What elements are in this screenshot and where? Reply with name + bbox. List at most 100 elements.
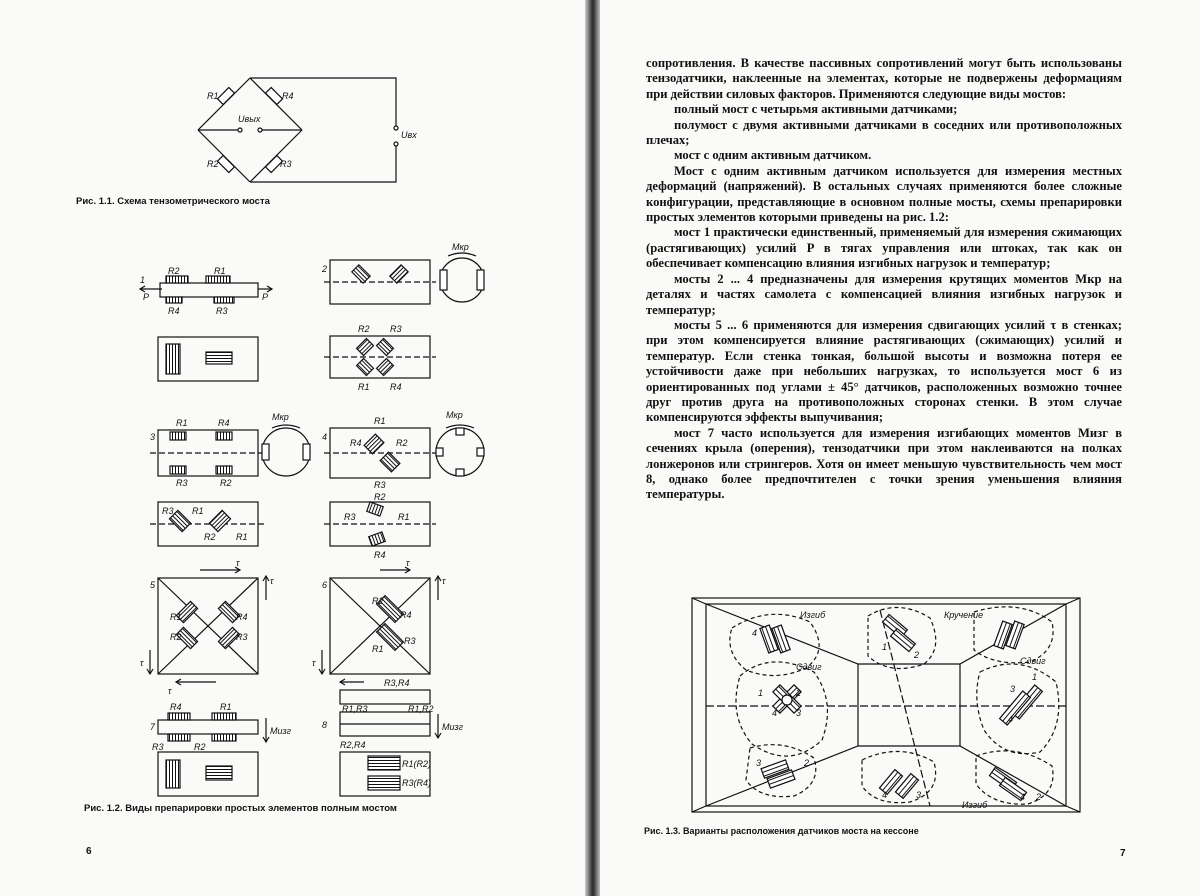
fig2-e5-r1: R1 (170, 612, 182, 622)
fig2-e3-mkr: Mкр (272, 412, 289, 422)
fig2-e6-r3r4: R3,R4 (384, 678, 410, 688)
fig2-e7-r4: R4 (170, 702, 182, 712)
fig2-e7-r2: R2 (194, 742, 206, 752)
fig3-d4-d: 4 (1008, 714, 1013, 724)
fig2-e5-tau-top: τ (236, 558, 240, 568)
fig2-caption: Рис. 1.2. Виды препарировки простых элем… (84, 803, 397, 814)
fig3-d4-e: 4 (1020, 792, 1025, 802)
fig2-e2-mkr: Mкр (452, 242, 469, 252)
fig1-label-r2: R2 (207, 159, 219, 169)
right-page: сопротивления. В качестве пассивных сопр… (600, 0, 1200, 896)
fig3-d2-a: 2 (795, 688, 801, 698)
fig2-e6-tau-top: τ (406, 558, 410, 568)
fig1-label-r4: R4 (282, 91, 294, 101)
paragraph-8: мосты 5 ... 6 применяются для измерения … (646, 317, 1122, 425)
fig2-e4-r2: R2 (396, 438, 408, 448)
fig3-d2-b: 2 (803, 758, 809, 768)
fig3-d3-d: 3 (1010, 684, 1015, 694)
fig1-label-r1: R1 (207, 91, 219, 101)
fig2-e1-r1: R1 (214, 266, 226, 276)
fig2-e3-r1: R1 (176, 418, 188, 428)
fig2-e4b-r2: R2 (374, 492, 386, 502)
fig2-e3-r3: R3 (176, 478, 188, 488)
fig2-e8-r1r3: R1,R3 (342, 704, 368, 714)
fig2-e3b-r3: R3 (162, 506, 174, 516)
fig2-e8-r1r2: R1,R2 (408, 704, 434, 714)
fig2-e6-tau-right: τ (442, 576, 446, 586)
fig2-number-6: 6 (322, 580, 327, 590)
fig2-e5-tau-bottom: τ (168, 686, 172, 696)
fig1-label-uvh: Uвх (401, 130, 417, 140)
fig2-e5-r2: R2 (170, 632, 182, 642)
fig3-d1-a: 1 (758, 688, 763, 698)
fig2-e3b-r1: R1 (192, 506, 204, 516)
paragraph-5: Мост с одним активным датчиком используе… (646, 163, 1122, 225)
fig3-d2-c: 2 (913, 650, 919, 660)
fig2-e6-r2: R2 (372, 596, 384, 606)
page-number-left: 6 (86, 846, 92, 857)
fig2-e7-r3: R3 (152, 742, 164, 752)
fig2-number-1: 1 (140, 275, 145, 285)
fig2-e8-r3r4b: R3(R4) (402, 778, 431, 788)
fig3-d4-c: 4 (882, 790, 887, 800)
fig2-number-7: 7 (150, 722, 156, 732)
fig2-number-8: 8 (322, 720, 327, 730)
fig2-e2-r1: R1 (358, 382, 370, 392)
fig3-d2-e: 2 (1035, 792, 1041, 802)
left-page: R1 R4 R2 R3 Uвых Uвх (0, 0, 585, 896)
fig2-e4-mkr: Mкр (446, 410, 463, 420)
fig2-e5-tau-right: τ (270, 576, 274, 586)
fig2-e4b-r3: R3 (344, 512, 356, 522)
fig2-e5-tau-left: τ (140, 658, 144, 668)
fig3-label-sdvig-right: Сдвиг (1020, 656, 1046, 666)
fig2-number-3: 3 (150, 432, 155, 442)
fig1-label-uvyh: Uвых (238, 114, 261, 124)
fig2-e4-r3: R3 (374, 480, 386, 490)
paragraph-4: мост с одним активным датчиком. (674, 148, 872, 163)
paragraph-2: полный мост с четырьмя активными датчика… (674, 102, 958, 117)
fig3-d4-a: 4 (752, 628, 757, 638)
book-gutter (585, 0, 600, 896)
fig3-d3-c: 3 (916, 790, 921, 800)
fig1-caption: Рис. 1.1. Схема тензометрического моста (76, 196, 270, 207)
fig2-e4-r4: R4 (350, 438, 362, 448)
fig2-number-4: 4 (322, 432, 327, 442)
fig2-e1-r3: R3 (216, 306, 228, 316)
paragraph-6: мост 1 практически единственный, применя… (646, 225, 1122, 271)
fig3-label-izgib-bottom: Изгиб (962, 800, 988, 810)
fig2-e8-r2r4: R2,R4 (340, 740, 366, 750)
fig2-e5-r3: R3 (236, 632, 248, 642)
fig3-label-izgib-top: Изгиб (800, 610, 826, 620)
fig2-e2-r2: R2 (358, 324, 370, 334)
fig2-e3-r2: R2 (220, 478, 232, 488)
left-page-figures: R1 R4 R2 R3 Uвых Uвх (138, 77, 485, 797)
fig2-number-2: 2 (321, 264, 327, 274)
fig2-e6-r3: R3 (404, 636, 416, 646)
fig2-e3-r4: R4 (218, 418, 230, 428)
fig2-e6-tau-left: τ (312, 658, 316, 668)
fig3-caisson-diagram: Изгиб Кручение Сдвиг Сдвиг Изгиб 4 1 2 4… (691, 597, 1081, 813)
fig2-e1-r2: R2 (168, 266, 180, 276)
fig3-caption: Рис. 1.3. Варианты расположения датчиков… (644, 826, 919, 836)
fig1-label-r3: R3 (280, 159, 292, 169)
fig2-e4b-r4: R4 (374, 550, 386, 560)
fig2-e3b-r1b: R1 (236, 532, 248, 542)
fig2-e2-r3: R3 (390, 324, 402, 334)
fig1-bridge-diagram (197, 77, 399, 183)
fig2-e7-r1: R1 (220, 702, 232, 712)
fig3-d4-b: 4 (772, 708, 777, 718)
fig2-e8-r1r2b: R1(R2) (402, 759, 431, 769)
fig2-elements-diagram (138, 252, 485, 797)
fig2-e6-r4: R4 (400, 610, 412, 620)
fig2-number-5: 5 (150, 580, 156, 590)
fig2-e5-r4: R4 (236, 612, 248, 622)
fig2-e6-r1: R1 (372, 644, 384, 654)
fig2-e8-mizg: Mизг (442, 722, 464, 732)
fig2-e1-r4: R4 (168, 306, 180, 316)
fig2-e4b-r1: R1 (398, 512, 410, 522)
paragraph-1: сопротивления. В качестве пассивных сопр… (646, 56, 1122, 101)
fig3-label-sdvig-left: Сдвиг (796, 662, 822, 672)
fig2-e4-r1: R1 (374, 416, 386, 426)
paragraph-9: мост 7 часто используется для измерения … (646, 425, 1122, 502)
